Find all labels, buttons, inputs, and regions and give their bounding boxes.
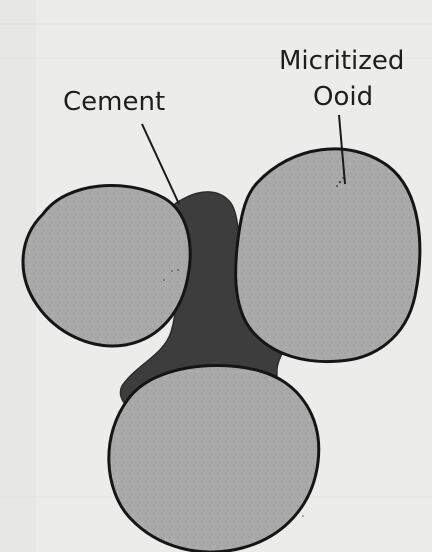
ooid-bottom [109,365,319,552]
ooid-right [236,149,420,362]
cement-label: Cement [63,89,165,115]
micritized-label: Micritized [279,48,404,74]
ooid-label: Ooid [313,84,373,110]
